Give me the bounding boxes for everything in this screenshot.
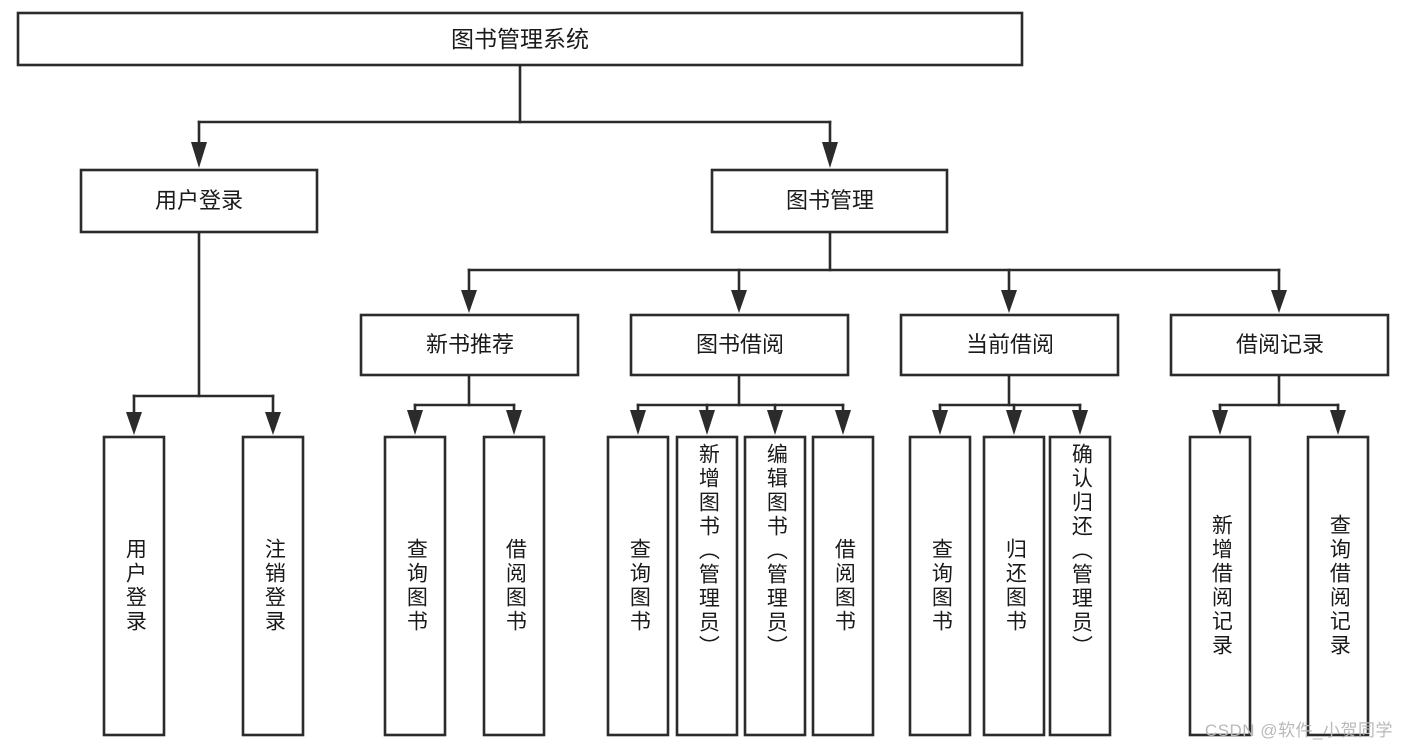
root-node-rect xyxy=(16,11,1024,67)
arrowhead-leaf-add-book-admin xyxy=(699,410,715,435)
node-current-borrow[interactable]: 当前借阅 xyxy=(899,313,1120,377)
edge-group-book-management-to-level3 xyxy=(461,230,1287,313)
arrowhead-leaf-borrow-book-recommend xyxy=(506,410,522,435)
arrowhead-leaf-user-login xyxy=(126,412,142,435)
leaf-user-login-rect[interactable] xyxy=(102,435,166,737)
leaf-borrow-book-rect[interactable] xyxy=(811,435,875,737)
arrowhead-book-management xyxy=(822,142,838,168)
leaf-add-book-admin-rect[interactable] xyxy=(675,435,739,737)
arrowhead-leaf-query-book-current xyxy=(932,410,948,435)
node-user-login-label: 用户登录 xyxy=(155,188,243,213)
node-user-login[interactable]: 用户登录 xyxy=(79,168,319,234)
arrowhead-leaf-query-book-recommend xyxy=(407,410,423,435)
arrowhead-leaf-query-borrow-record xyxy=(1330,410,1346,435)
arrowhead-leaf-edit-book-admin xyxy=(767,410,783,435)
node-user-login-rect xyxy=(79,168,319,234)
leaf-query-borrow-record-rect[interactable] xyxy=(1306,435,1370,737)
node-current-borrow-label: 当前借阅 xyxy=(966,332,1054,357)
node-borrow-record[interactable]: 借阅记录 xyxy=(1169,313,1390,377)
leaf-query-book-current-rect[interactable] xyxy=(908,435,972,737)
arrowhead-leaf-add-borrow-record xyxy=(1212,410,1228,435)
edge-group-root-to-level2 xyxy=(191,63,838,168)
leaf-edit-book-admin-rect[interactable] xyxy=(743,435,807,737)
arrowhead-leaf-logout-login xyxy=(265,412,281,435)
node-new-book-recommend-rect xyxy=(359,313,580,377)
edge-group-current-to-leaves xyxy=(932,373,1088,435)
edge-group-borrow-to-leaves xyxy=(630,373,851,435)
arrowhead-current-borrow xyxy=(1001,290,1017,313)
node-new-book-recommend[interactable]: 新书推荐 xyxy=(359,313,580,377)
leaf-query-book-recommend-rect[interactable] xyxy=(383,435,447,737)
leaf-return-book-rect[interactable] xyxy=(982,435,1046,737)
node-borrow-record-label: 借阅记录 xyxy=(1236,332,1324,357)
arrowhead-new-book-recommend xyxy=(461,290,477,313)
node-book-management[interactable]: 图书管理 xyxy=(710,168,949,234)
node-book-borrow[interactable]: 图书借阅 xyxy=(629,313,850,377)
root-node[interactable]: 图书管理系统 xyxy=(16,11,1024,67)
arrowhead-book-borrow xyxy=(731,290,747,313)
leaf-boxes-group xyxy=(102,435,1370,737)
leaf-borrow-book-recommend-rect[interactable] xyxy=(482,435,546,737)
arrowhead-borrow-record xyxy=(1271,290,1287,313)
arrowhead-leaf-query-book-borrow xyxy=(630,410,646,435)
leaf-confirm-return-admin-rect[interactable] xyxy=(1048,435,1112,737)
edge-group-record-to-leaves xyxy=(1212,373,1346,435)
arrowhead-user-login xyxy=(191,142,207,168)
edge-group-user-login-to-leaves xyxy=(126,230,281,435)
node-book-management-label: 图书管理 xyxy=(786,188,874,213)
node-book-borrow-rect xyxy=(629,313,850,377)
edge-group-recommend-to-leaves xyxy=(407,373,522,435)
node-book-borrow-label: 图书借阅 xyxy=(696,332,784,357)
node-borrow-record-rect xyxy=(1169,313,1390,377)
arrowhead-leaf-confirm-return-admin xyxy=(1072,410,1088,435)
leaf-logout-login-rect[interactable] xyxy=(241,435,305,737)
leaf-query-book-borrow-rect[interactable] xyxy=(606,435,670,737)
leaf-add-borrow-record-rect[interactable] xyxy=(1188,435,1252,737)
node-new-book-recommend-label: 新书推荐 xyxy=(426,332,514,357)
csdn-watermark: CSDN @软件_小贺同学 xyxy=(1204,721,1393,740)
root-node-label: 图书管理系统 xyxy=(451,26,589,52)
node-current-borrow-rect xyxy=(899,313,1120,377)
arrowhead-leaf-borrow-book xyxy=(835,410,851,435)
node-book-management-rect xyxy=(710,168,949,234)
arrowhead-leaf-return-book xyxy=(1006,410,1022,435)
